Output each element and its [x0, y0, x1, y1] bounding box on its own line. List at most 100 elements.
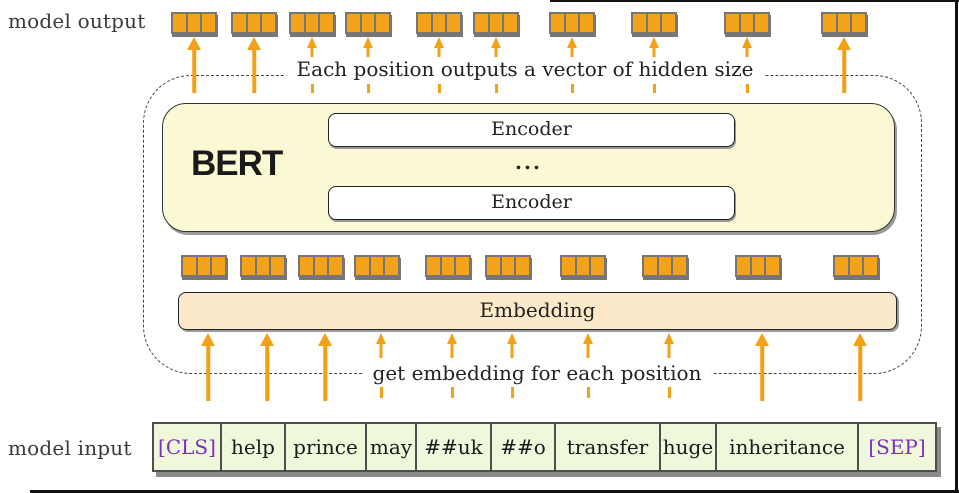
- vector-cell: [359, 14, 375, 32]
- hidden-vector: [560, 255, 606, 277]
- model-input-label: model input: [8, 436, 132, 460]
- vector-cell: [312, 257, 328, 275]
- token-cell: ##uk: [415, 424, 490, 470]
- up-arrow: [361, 37, 375, 57]
- vector-cell: [764, 257, 779, 275]
- hidden-vector: [240, 255, 286, 277]
- vector-cell: [445, 14, 460, 32]
- vector-cell: [318, 14, 333, 32]
- encoder-box-bottom: Encoder: [328, 186, 735, 220]
- vector-cell: [327, 257, 342, 275]
- arrow-line: [252, 45, 256, 93]
- hidden-vector: [171, 12, 217, 34]
- hidden-vector: [631, 12, 677, 34]
- vector-cell: [633, 14, 646, 32]
- vector-cell: [368, 257, 384, 275]
- hidden-vector: [345, 12, 391, 34]
- up-arrow: [260, 333, 274, 401]
- hidden-vector: [231, 12, 277, 34]
- arrow-line: [450, 341, 454, 358]
- arrow-line: [265, 341, 269, 401]
- vector-cell: [502, 14, 517, 32]
- hidden-vector: [425, 255, 471, 277]
- arrow-line: [745, 45, 749, 57]
- arrow-head: [507, 333, 517, 344]
- token-cell: ##o: [490, 424, 554, 470]
- arrow-head: [755, 333, 769, 346]
- arrow-dash-segment: [450, 387, 454, 398]
- vector-cell: [726, 14, 739, 32]
- frame-border-right: [955, 0, 958, 493]
- hidden-vector: [485, 255, 531, 277]
- vector-cell: [291, 14, 304, 32]
- vector-cell: [245, 14, 261, 32]
- arrow-head: [260, 333, 274, 346]
- up-arrow: [374, 333, 388, 358]
- vector-cell: [753, 14, 768, 32]
- arrow-head: [567, 37, 577, 48]
- embedding-bar: Embedding: [178, 292, 897, 330]
- up-arrow: [432, 37, 446, 57]
- hidden-vector: [735, 255, 781, 277]
- up-arrow: [853, 333, 867, 401]
- vector-cell: [563, 14, 579, 32]
- hidden-vector: [473, 12, 519, 34]
- vector-cell: [200, 14, 215, 32]
- token-cell: prince: [284, 424, 365, 470]
- vector-cell: [660, 14, 675, 32]
- arrow-head: [247, 37, 261, 50]
- hidden-vector: [416, 12, 462, 34]
- arrow-head: [853, 333, 867, 346]
- up-arrow: [318, 333, 332, 401]
- vector-cell: [578, 14, 593, 32]
- vector-cell: [439, 257, 455, 275]
- arrow-head: [742, 37, 752, 48]
- vector-cell: [347, 14, 360, 32]
- vector-cell: [574, 257, 590, 275]
- arrow-line: [192, 45, 196, 93]
- vector-cell: [260, 14, 275, 32]
- arrow-head: [837, 37, 851, 50]
- up-arrow: [837, 37, 851, 93]
- special-token-cell: [CLS]: [158, 435, 216, 459]
- up-arrow: [305, 37, 319, 57]
- frame-border-bottom: [30, 490, 959, 493]
- arrow-line: [366, 45, 370, 57]
- vector-cell: [210, 257, 225, 275]
- output-annotation: Each position outputs a vector of hidden…: [286, 57, 764, 81]
- hidden-vector: [724, 12, 770, 34]
- vector-cell: [862, 257, 877, 275]
- arrow-line: [858, 341, 862, 401]
- arrow-dash-segment: [652, 84, 656, 93]
- vector-cell: [847, 257, 863, 275]
- bert-title: BERT: [191, 144, 283, 183]
- arrow-dash-segment: [310, 84, 314, 93]
- encoder-stack-ellipsis: ...: [515, 150, 542, 174]
- vector-cell: [475, 14, 488, 32]
- token-cell: help: [220, 424, 284, 470]
- arrow-head: [187, 37, 201, 50]
- hidden-vector: [642, 255, 688, 277]
- vector-cell: [499, 257, 515, 275]
- arrow-dash-segment: [366, 84, 370, 93]
- arrow-line: [494, 45, 498, 57]
- up-arrow: [201, 333, 215, 401]
- vector-cell: [589, 257, 604, 275]
- arrow-dash-segment: [586, 387, 590, 398]
- vector-cell: [738, 14, 754, 32]
- encoder-box-top: Encoder: [328, 113, 735, 147]
- hidden-vector: [833, 255, 879, 277]
- arrow-line: [206, 341, 210, 401]
- up-arrow: [647, 37, 661, 57]
- vector-cell: [185, 14, 201, 32]
- up-arrow: [740, 37, 754, 57]
- hidden-vector: [549, 12, 595, 34]
- special-token-cell: [SEP]: [857, 424, 935, 470]
- up-arrow: [445, 333, 459, 358]
- vector-cell: [383, 257, 398, 275]
- vector-cell: [551, 14, 564, 32]
- arrow-line: [310, 45, 314, 57]
- up-arrow: [505, 333, 519, 358]
- model-output-label: model output: [8, 9, 146, 33]
